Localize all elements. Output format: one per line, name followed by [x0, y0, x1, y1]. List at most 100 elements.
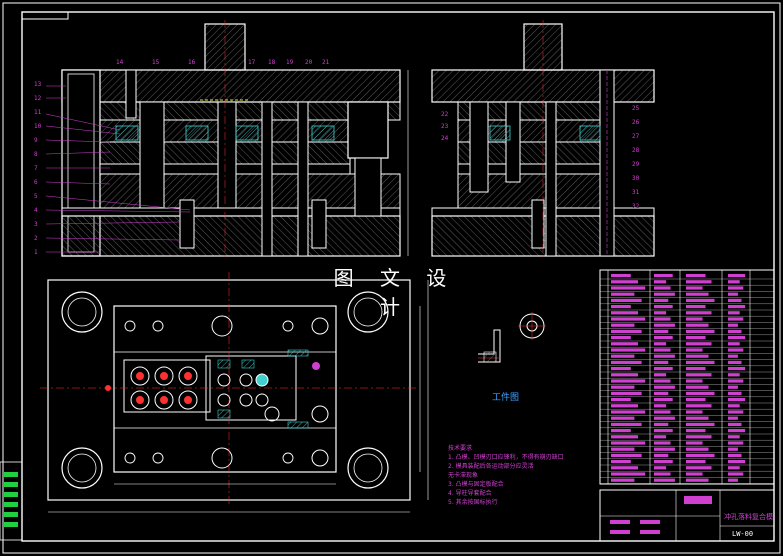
table-cell-text-mark: [728, 274, 746, 278]
table-cell-text-mark: [728, 298, 742, 302]
table-cell-text-mark: [728, 360, 742, 364]
table-cell-text-mark: [654, 348, 671, 352]
table-cell-text-mark: [686, 354, 709, 358]
table-cell-text-mark: [654, 472, 671, 476]
table-cell-text-mark: [728, 441, 744, 445]
title-block: [599, 489, 775, 542]
table-cell-text-mark: [654, 367, 673, 371]
part-number-label: 29: [632, 161, 640, 168]
table-cell-text-mark: [686, 329, 715, 333]
table-cell-text-mark: [611, 317, 646, 321]
part-number-label: 27: [632, 133, 640, 140]
table-cell-text-mark: [686, 305, 706, 309]
table-cell-text-mark: [728, 422, 742, 426]
part-number-label: 5: [34, 193, 38, 200]
table-cell-text-mark: [654, 441, 671, 445]
tech-line: 4. 导柱导套配合: [448, 490, 492, 497]
table-cell-text-mark: [654, 410, 671, 414]
table-cell-text-mark: [654, 398, 673, 402]
table-cell-text-mark: [611, 435, 638, 439]
table-cell-text-mark: [686, 416, 709, 420]
title-block-name: 冲孔落料复合模: [724, 513, 773, 521]
part-number-label: 15: [152, 59, 160, 66]
table-cell-text-mark: [654, 478, 675, 482]
part-number-label: 26: [632, 119, 640, 126]
table-cell-text-mark: [728, 311, 740, 315]
table-cell-text-mark: [686, 292, 709, 296]
table-cell-text-mark: [654, 329, 669, 333]
part-number-label: 9: [34, 137, 38, 144]
table-cell-text-mark: [728, 404, 740, 408]
table-cell-text-mark: [686, 280, 712, 284]
table-cell-text-mark: [686, 429, 706, 433]
table-cell-text-mark: [611, 373, 638, 377]
table-cell-text-mark: [728, 292, 738, 296]
table-cell-text-mark: [654, 360, 669, 364]
table-cell-text-mark: [611, 367, 631, 371]
tech-line: 3. 凸模与固定板配合: [448, 481, 504, 488]
table-cell-text-mark: [654, 373, 667, 377]
table-cell-text-mark: [654, 453, 669, 457]
part-number-label: 23: [441, 123, 449, 130]
revision-strip: [0, 461, 23, 541]
table-cell-text-mark: [611, 354, 635, 358]
part-number-label: 6: [34, 179, 38, 186]
table-cell-text-mark: [728, 354, 738, 358]
table-cell-text-mark: [728, 305, 746, 309]
table-cell-text-mark: [611, 292, 635, 296]
table-cell-text-mark: [654, 323, 675, 327]
title-block-drawing-no: LW-00: [732, 530, 754, 538]
table-cell-text-mark: [611, 441, 646, 445]
table-cell-text-mark: [686, 466, 712, 470]
table-cell-text-mark: [686, 478, 709, 482]
table-cell-text-mark: [728, 379, 744, 383]
table-cell-text-mark: [728, 348, 744, 352]
table-cell-text-mark: [654, 280, 667, 284]
table-cell-text-mark: [728, 472, 744, 476]
table-cell-text-mark: [611, 422, 642, 426]
table-cell-text-mark: [654, 342, 667, 346]
label-leaders-left: [45, 85, 191, 253]
table-cell-text-mark: [728, 460, 746, 464]
table-cell-text-mark: [611, 447, 635, 451]
table-cell-text-mark: [686, 274, 706, 278]
workpiece-sketch: [478, 312, 546, 363]
part-number-label: 4: [34, 207, 38, 214]
part-labels-side: 22 23 24: [441, 111, 449, 142]
table-cell-text-mark: [611, 429, 631, 433]
table-cell-text-mark: [611, 298, 642, 302]
part-number-label: 10: [34, 123, 42, 130]
table-cell-text-mark: [611, 286, 646, 290]
table-cell-text-mark: [654, 311, 667, 315]
part-number-label: 21: [322, 59, 330, 66]
part-number-label: 12: [34, 95, 42, 102]
table-cell-text-mark: [611, 336, 631, 340]
part-number-label: 2: [34, 235, 38, 242]
table-cell-text-mark: [611, 472, 646, 476]
corner-mark: [22, 12, 69, 20]
table-cell-text-mark: [611, 360, 642, 364]
table-cell-text-mark: [686, 422, 715, 426]
part-number-label: 31: [632, 189, 640, 196]
part-number-label: 25: [632, 105, 640, 112]
table-cell-text-mark: [686, 379, 703, 383]
table-cell-text-mark: [611, 404, 638, 408]
table-cell-text-mark: [728, 329, 742, 333]
table-cell-text-mark: [686, 447, 709, 451]
table-cell-text-mark: [654, 292, 675, 296]
table-cell-text-mark: [728, 447, 738, 451]
part-number-label: 24: [441, 135, 449, 142]
table-cell-text-mark: [686, 398, 706, 402]
table-cell-text-mark: [686, 435, 712, 439]
table-cell-text-mark: [686, 441, 703, 445]
tech-line: 1. 凸模、凹模刃口应锋利，不得有崩刃缺口: [448, 454, 564, 461]
part-number-label: 22: [441, 111, 449, 118]
table-cell-text-mark: [654, 354, 675, 358]
table-cell-text-mark: [686, 311, 712, 315]
part-number-label: 20: [305, 59, 313, 66]
table-cell-text-mark: [686, 391, 715, 395]
table-cell-text-mark: [686, 404, 712, 408]
